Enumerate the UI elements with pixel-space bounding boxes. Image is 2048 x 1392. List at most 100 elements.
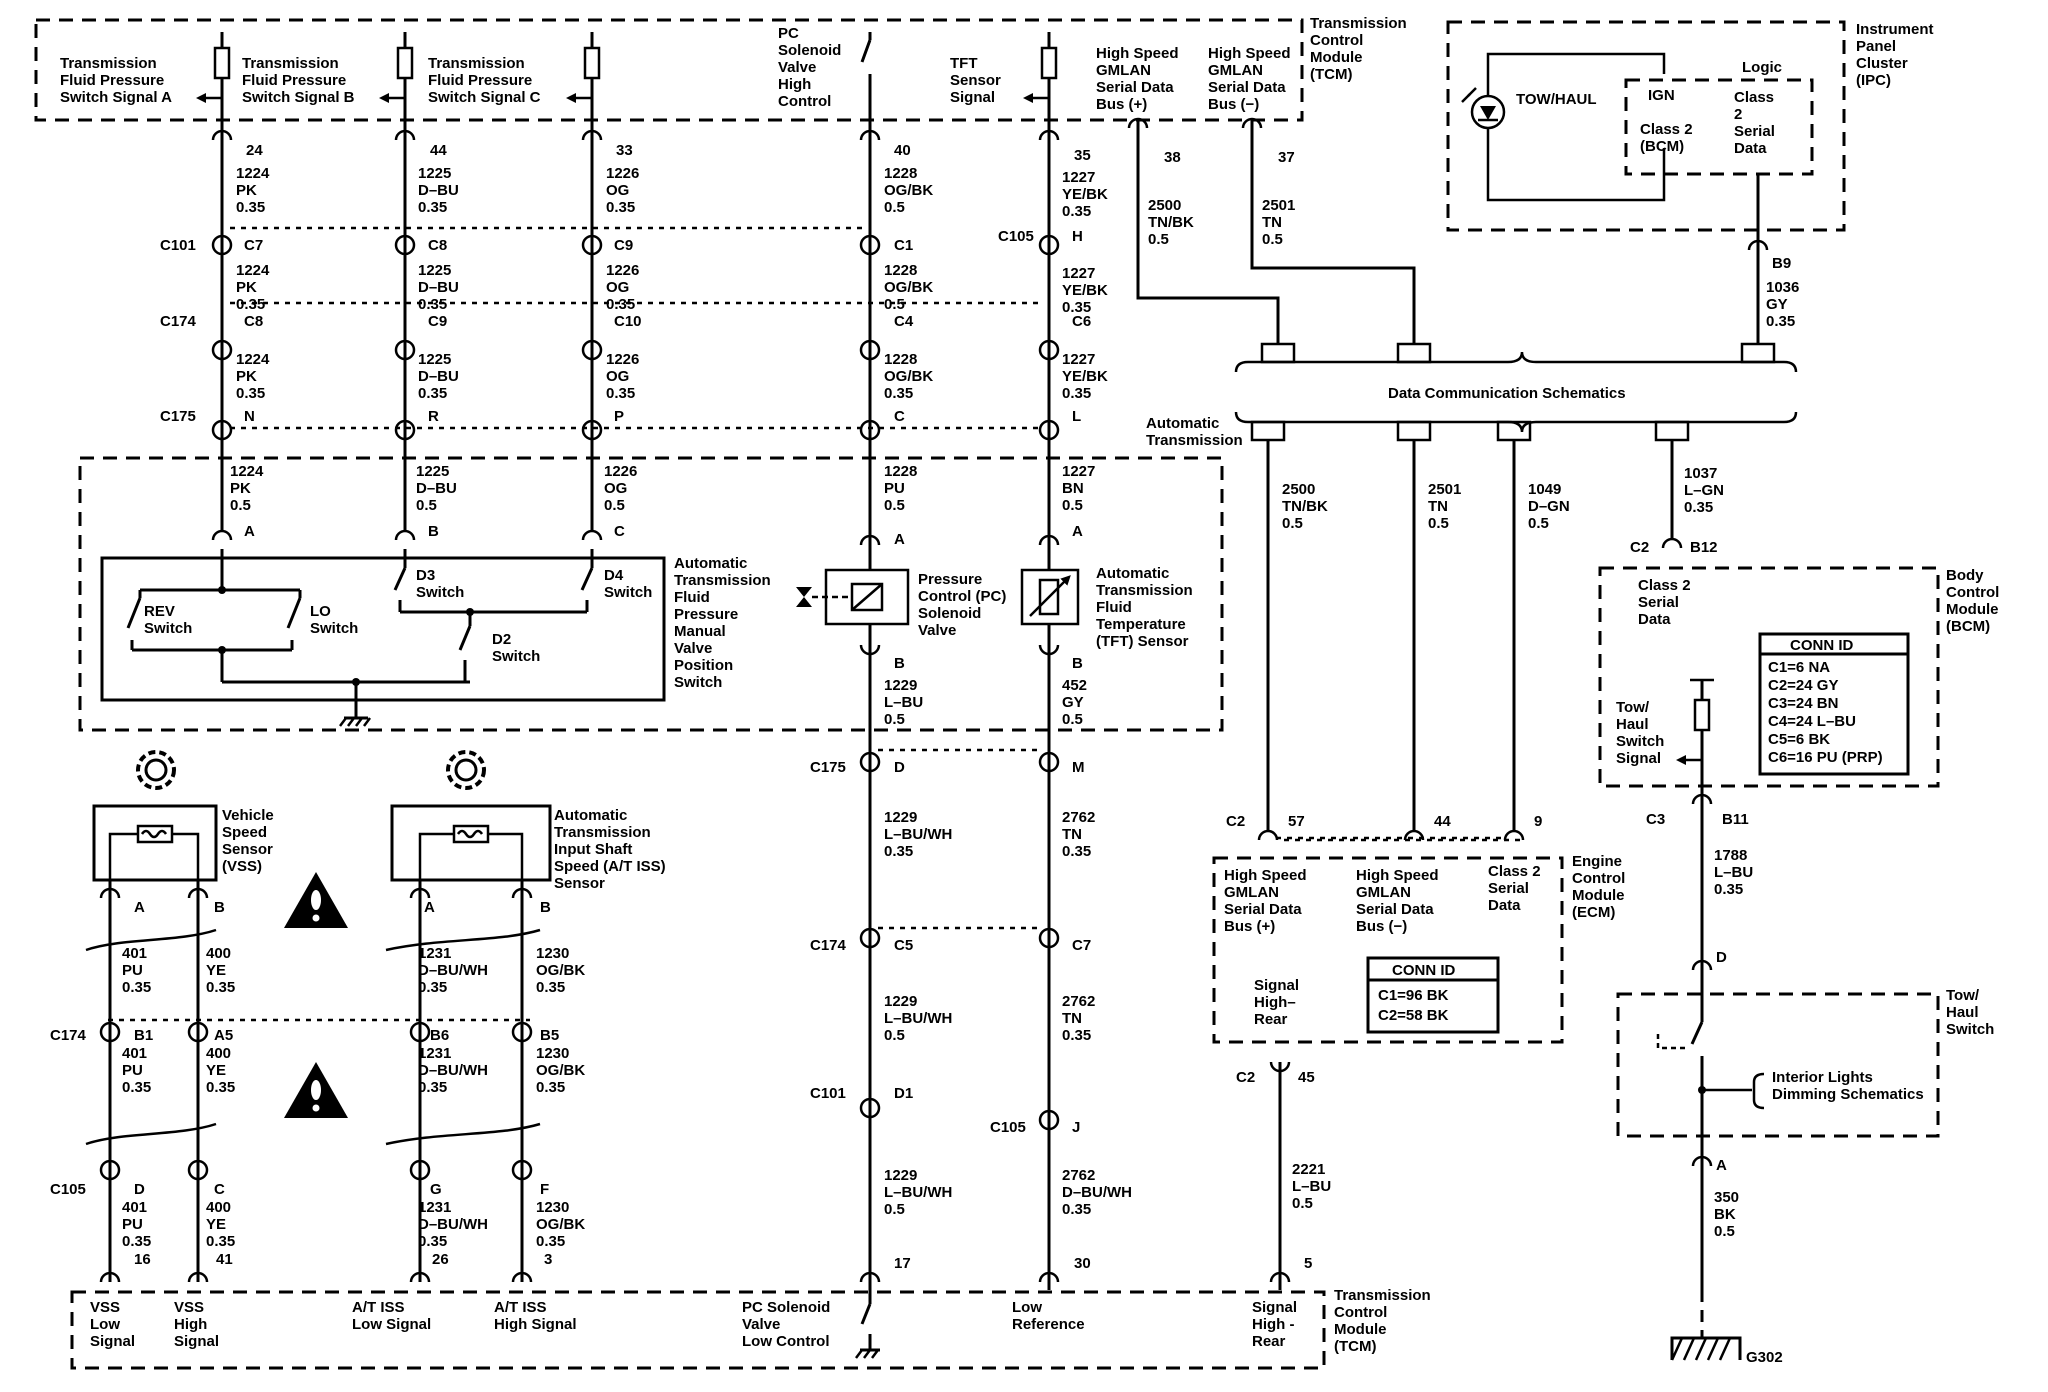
svg-text:C5=6 BK: C5=6 BK: [1768, 731, 1830, 748]
cav-b-pc: B: [894, 655, 905, 672]
cav-p: P: [614, 408, 624, 425]
cav-b5: B5: [540, 1027, 559, 1044]
bcm-pullup: [1676, 678, 1714, 830]
tow-haul-switch-contact: [1656, 1010, 1765, 1290]
cav-b-tft: B: [1072, 655, 1083, 672]
cav-c4: C4: [894, 313, 914, 330]
cav-a-ground: A: [1716, 1157, 1727, 1174]
connector-markers-lower-mid: [859, 751, 1060, 1283]
pin-5-connector: [1269, 1271, 1291, 1283]
auto-trans-box: [78, 456, 1224, 732]
cav-b-iss: B: [540, 899, 551, 916]
sensor-wires: [85, 880, 541, 1283]
pin-16: 16: [134, 1251, 151, 1268]
main-wires: [220, 120, 1416, 1290]
dcs-bracket-top: [1234, 342, 1798, 373]
ground-icon: [1670, 1336, 1742, 1361]
bcm-conn-id-table: CONN ID C1=6 NA C2=24 GY C3=24 BN C4=24 …: [1758, 632, 1910, 776]
pin-24: 24: [246, 142, 263, 159]
cav-b6: B6: [430, 1027, 449, 1044]
pin-9: 9: [1534, 813, 1542, 830]
conn-c105-mid: C105: [990, 1119, 1026, 1136]
svg-text:C2=24 GY: C2=24 GY: [1768, 677, 1838, 694]
cav-g-iss: G: [430, 1181, 442, 1198]
cav-b-switch: B: [428, 523, 439, 540]
conn-c2-ecm-bottom: C2: [1236, 1069, 1255, 1086]
pin-38: 38: [1164, 149, 1181, 166]
cav-c7: C7: [244, 237, 263, 254]
switch-assembly-box: [100, 556, 666, 702]
dcs-bracket-bottom: [1234, 411, 1798, 442]
conn-c174-top: C174: [160, 313, 197, 330]
tft-thermistor-icon: [1020, 568, 1080, 626]
vss-coil: [108, 824, 200, 880]
tow-haul-d-connector: [1691, 959, 1713, 971]
pin-b12: B12: [1690, 539, 1718, 556]
cav-c9: C9: [614, 237, 633, 254]
iss-sensor-box: [390, 804, 552, 882]
vss-sensor-box: [92, 804, 218, 882]
cav-m-mid: M: [1072, 759, 1085, 776]
cav-a-pc: A: [894, 531, 905, 548]
